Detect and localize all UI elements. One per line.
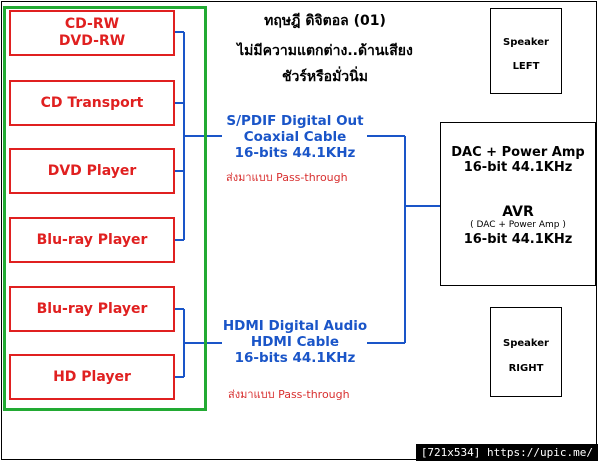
spdif-note: ส่งมาแบบ Pass-through — [226, 171, 348, 184]
avr-line-3: 16-bit 44.1KHz — [463, 232, 573, 247]
dac-line-2: 16-bit 44.1KHz — [463, 160, 573, 175]
title-line-2: ไม่มีความแตกต่าง..ด้านเสียง — [237, 43, 413, 59]
source-cd-transport: CD Transport — [9, 80, 175, 126]
spdif-line-3: 16-bits 44.1KHz — [234, 145, 356, 161]
spdif-line-2: Coaxial Cable — [243, 129, 347, 145]
dac-avr-box: DAC + Power Amp 16-bit 44.1KHz AVR ( DAC… — [440, 122, 596, 286]
hdmi-note: ส่งมาแบบ Pass-through — [228, 388, 350, 401]
spdif-label: S/PDIF Digital Out Coaxial Cable 16-bits… — [195, 113, 395, 161]
spdif-line-1: S/PDIF Digital Out — [226, 113, 364, 129]
dac-line-1: DAC + Power Amp — [451, 145, 585, 160]
avr-sub: ( DAC + Power Amp ) — [470, 220, 566, 230]
hdmi-line-3: 16-bits 44.1KHz — [234, 350, 356, 366]
speaker-left-box: Speaker LEFT — [490, 8, 562, 94]
hdmi-label: HDMI Digital Audio HDMI Cable 16-bits 44… — [195, 318, 395, 366]
hdmi-line-2: HDMI Cable — [250, 334, 340, 350]
title-line-1: ทฤษฎี ดิจิตอล (01) — [264, 13, 386, 29]
source-dvd-player: DVD Player — [9, 148, 175, 194]
speaker-left-side: LEFT — [512, 61, 540, 72]
source-group-outline — [3, 6, 207, 411]
speaker-right-title: Speaker — [503, 338, 549, 349]
source-hd-player: HD Player — [9, 354, 175, 400]
avr-label: AVR — [502, 204, 534, 220]
speaker-right-box: Speaker RIGHT — [490, 307, 562, 397]
source-bluray-player-2: Blu-ray Player — [9, 286, 175, 332]
hdmi-line-1: HDMI Digital Audio — [222, 318, 368, 334]
watermark: [721x534] https://upic.me/ — [415, 444, 598, 461]
title-line-3: ชัวร์หรือมั่วนิ่ม — [282, 69, 368, 85]
source-bluray-player-1: Blu-ray Player — [9, 217, 175, 263]
source-cdrw-dvdrw: CD-RW DVD-RW — [9, 10, 175, 56]
speaker-left-title: Speaker — [503, 37, 549, 48]
speaker-right-side: RIGHT — [508, 363, 544, 374]
